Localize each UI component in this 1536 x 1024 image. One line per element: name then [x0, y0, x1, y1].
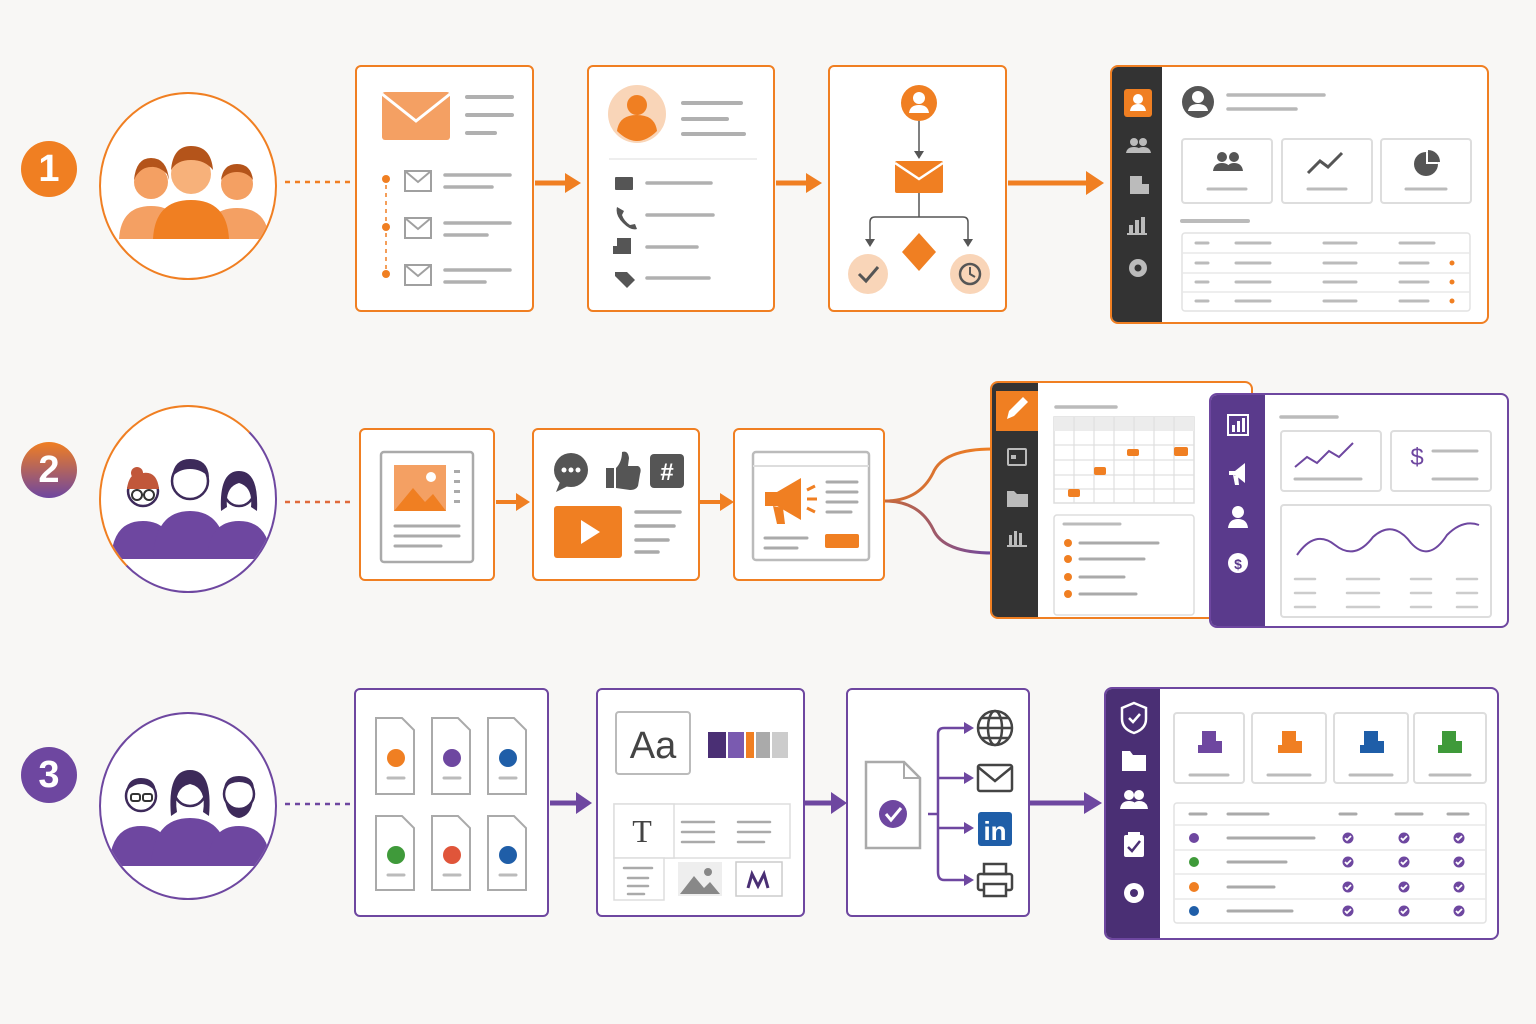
calendar-dashboard-icon — [996, 391, 1195, 616]
crm-dashboard — [1110, 65, 1489, 324]
documents-icon — [375, 717, 527, 891]
email-sequence-card — [355, 65, 534, 312]
arrow-1b — [776, 173, 822, 193]
linkedin-label: in — [983, 816, 1006, 846]
arrow-1c — [1008, 171, 1104, 195]
connector-dotted-2 — [285, 500, 353, 504]
team-circle-3 — [99, 712, 277, 900]
contact-card — [587, 65, 775, 312]
image-post-card — [359, 428, 495, 581]
people-group-icon — [119, 146, 269, 239]
brand-kit-icon: Aa T — [613, 711, 791, 901]
branch-connector — [884, 447, 994, 555]
people-group-icon — [111, 459, 271, 559]
connector-dotted-1 — [285, 180, 353, 184]
step-number: 2 — [38, 448, 60, 491]
analytics-dashboard: $ $ — [1209, 393, 1509, 628]
compliance-dashboard — [1104, 687, 1499, 940]
dollar-label: $ — [1410, 444, 1423, 471]
people-group-icon — [109, 770, 271, 866]
arrow-3c — [1030, 792, 1102, 814]
workflow-icon — [848, 85, 990, 294]
step-badge-1: 1 — [21, 141, 77, 197]
image-post-icon — [379, 450, 475, 564]
campaign-card — [733, 428, 885, 581]
brand-kit-card: Aa T — [596, 688, 805, 917]
connector-dotted-3 — [285, 802, 353, 806]
step-badge-3: 3 — [21, 747, 77, 803]
step-number: 1 — [38, 147, 60, 190]
workflow-card — [828, 65, 1007, 312]
arrow-3a — [550, 792, 592, 814]
documents-card — [354, 688, 549, 917]
hashtag-label: # — [660, 459, 673, 486]
crm-dashboard-icon — [1124, 86, 1472, 312]
dollar-icon-label: $ — [1234, 556, 1242, 572]
social-media-icon: # — [554, 451, 684, 558]
team-circle-1 — [99, 92, 277, 280]
contact-card-icon — [608, 85, 757, 288]
step-badge-2: 2 — [21, 442, 77, 498]
distribution-card: in — [846, 688, 1030, 917]
arrow-2b — [700, 493, 734, 511]
email-sequence-icon — [381, 92, 514, 286]
arrow-3b — [805, 792, 847, 814]
arrow-2a — [496, 493, 530, 511]
text-tool-label: T — [632, 813, 652, 849]
font-sample: Aa — [630, 725, 677, 767]
team-circle-2 — [99, 405, 277, 593]
step-number: 3 — [38, 753, 60, 796]
campaign-icon — [751, 450, 871, 562]
compliance-dashboard-icon — [1120, 701, 1487, 924]
analytics-dashboard-icon: $ $ — [1227, 414, 1492, 618]
social-media-card: # — [532, 428, 700, 581]
distribution-icon: in — [864, 709, 1014, 898]
arrow-1a — [535, 173, 581, 193]
